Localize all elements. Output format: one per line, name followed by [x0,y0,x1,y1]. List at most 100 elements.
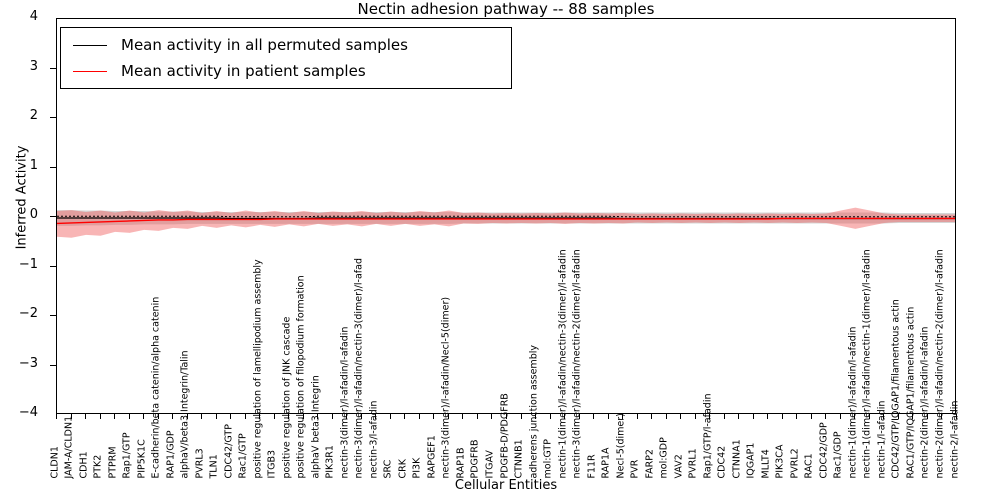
x-tick-label: CTNNA1 [731,438,743,478]
legend-line-swatch-black [73,44,107,46]
x-tick-label: PVRL3 [194,447,206,478]
x-tick-mark [418,414,420,419]
x-tick-label: ITGAV [484,449,496,478]
x-tick-mark [201,414,203,419]
x-tick-mark [447,414,449,419]
x-tick-label: nectin-3(dimer)/l-afadin/nectin-3(dimer)… [353,257,365,479]
x-tick-label: PDGFRB [469,439,481,478]
x-tick-label: nectin-1(dimer)/l-afadin/nectin-3(dimer)… [557,248,569,478]
x-tick-mark [70,414,72,419]
patient-confidence-band [57,207,955,238]
x-tick-label: Necl-5(dimer) [615,412,627,478]
x-tick-mark [636,414,638,419]
x-tick-label: RAPGEF1 [426,434,438,478]
y-tick-label: 1 [29,157,38,173]
x-tick-mark [781,414,783,419]
x-tick-label: PTK2 [92,454,104,478]
x-tick-label: CDH1 [78,450,90,478]
x-tick-label: CLDN1 [49,445,60,478]
x-tick-label: ITGB3 [266,449,278,478]
x-tick-mark [622,414,624,419]
y-tick-label: −4 [18,405,38,420]
x-tick-mark [56,414,57,419]
x-tick-mark [520,414,522,419]
x-tick-label: CDC42/GTP [223,423,235,478]
x-tick-label: JAM-A/CLDN1 [63,415,75,478]
x-tick-mark [288,414,290,419]
x-tick-mark [549,414,551,419]
x-tick-label: nectin-1/l-afadin [876,400,888,478]
x-tick-mark [114,414,116,419]
x-tick-label: adherens junction assembly [528,344,540,478]
x-tick-mark [607,414,609,419]
x-tick-mark [317,414,319,419]
x-tick-mark [273,414,275,419]
x-tick-mark [346,414,348,419]
x-tick-mark [360,414,362,419]
y-tick-mark [50,265,56,267]
x-tick-mark [752,414,754,419]
x-tick-label: CTNNB1 [513,438,525,478]
x-tick-label: SRC [382,459,394,478]
x-tick-label: RAP1/GDP [165,429,177,478]
x-tick-label: CDC42 [716,445,728,478]
plot-svg [57,207,955,238]
x-tick-mark [839,414,841,419]
y-tick-mark [50,315,56,316]
x-tick-label: nectin-3(dimer)/l-afadin/l-afadin [339,326,351,478]
x-tick-mark [956,414,957,419]
legend-line-swatch-red [73,70,107,72]
x-tick-label: alphaV/beta3 Integrin/Talin [179,349,191,478]
x-tick-label: nectin-1(dimer)/l-afadin/l-afadin [847,326,859,478]
x-tick-mark [302,414,304,419]
x-tick-label: PVRL2 [789,447,801,478]
x-tick-mark [796,414,798,419]
x-tick-label: Rac1/GDP [832,430,844,478]
x-tick-mark [433,414,435,419]
x-tick-mark [680,414,682,419]
x-tick-label: positive regulation of filopodium format… [295,274,307,478]
x-tick-label: VAV2 [673,453,685,478]
x-tick-label: PIP5K1C [136,438,148,478]
x-tick-label: nectin-3/l-afadin [368,400,380,478]
page-title: Nectin adhesion pathway -- 88 samples [357,0,655,18]
x-tick-mark [810,414,812,419]
x-axis-label: Cellular Entities [454,478,558,493]
x-tick-label: positive regulation of lamellipodium ass… [252,258,264,478]
x-tick-label: mol:GTP [542,438,554,478]
x-tick-mark [854,414,856,419]
patient-mean-line [57,217,955,225]
x-tick-mark [404,414,406,419]
chart-legend: Mean activity in all permuted samples Me… [60,27,512,89]
y-tick-label: −1 [18,256,38,272]
legend-item-permuted: Mean activity in all permuted samples [69,32,503,58]
x-tick-label: CDC42/GDP [818,421,830,478]
y-tick-label: 3 [29,58,38,74]
x-tick-label: nectin-2(dimer)/l-afadin/l-afadin [919,326,931,478]
y-tick-mark [50,216,56,217]
x-tick-label: RAC1/GTP/IQGAP1/filamentous actin [905,306,917,478]
x-tick-label: alphaV beta3 Integrin [310,374,322,478]
x-tick-mark [143,414,145,419]
x-tick-label: mol:GDP [658,436,670,478]
legend-label-permuted: Mean activity in all permuted samples [121,36,408,54]
x-tick-mark [375,414,377,419]
legend-label-patient: Mean activity in patient samples [121,62,366,80]
y-tick-mark [50,166,56,168]
x-tick-label: Rac1/GTP [237,432,249,478]
x-tick-label: PI3K [411,457,423,478]
x-tick-mark [723,414,725,419]
x-tick-mark [926,414,928,419]
x-tick-mark [99,414,101,419]
x-tick-label: nectin-2/l-afadin [949,400,960,478]
x-tick-label: Rap1/GTP/l-afadin [702,393,714,478]
x-tick-label: F11R [586,453,598,478]
x-tick-mark [651,414,653,419]
x-tick-mark [462,414,464,419]
x-tick-label: TLN1 [208,453,220,478]
x-tick-label: PIK3CA [774,444,786,478]
x-tick-label: nectin-3(dimer)/l-afadin/Necl-5(dimer) [440,296,452,478]
x-tick-mark [186,414,188,419]
x-tick-mark [578,414,580,419]
